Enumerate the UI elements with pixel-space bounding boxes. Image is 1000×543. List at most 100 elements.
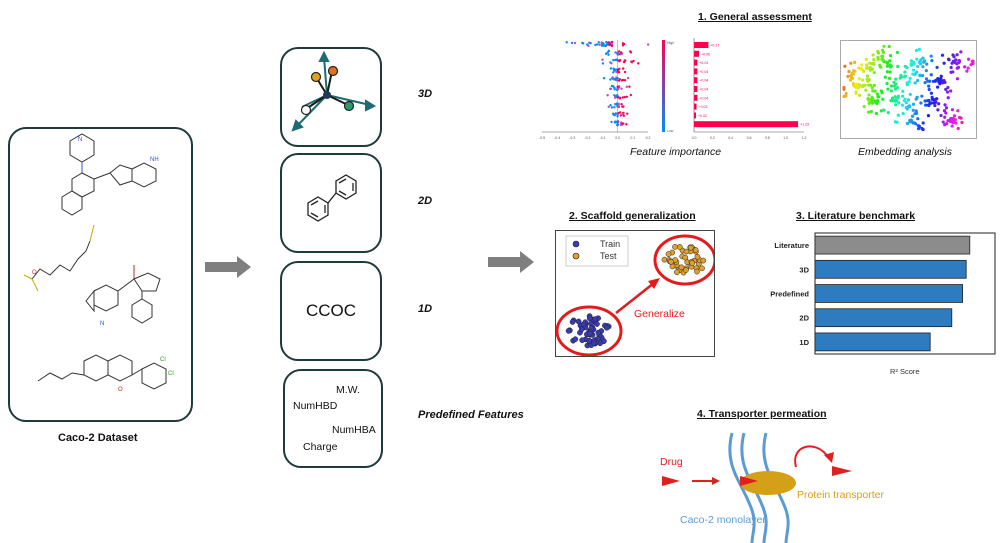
dataset-caption: Caco-2 Dataset: [58, 432, 138, 444]
embedding-point: [908, 92, 912, 97]
shap-dot: [621, 67, 625, 70]
embedding-point: [849, 61, 853, 65]
test-point: [676, 244, 683, 250]
embedding-point: [874, 111, 879, 116]
embedding-point: [851, 72, 856, 76]
shap-dot: [613, 94, 616, 97]
shap-dot: [620, 87, 623, 90]
shap-dot: [611, 76, 614, 79]
embedding-point: [959, 50, 963, 54]
embedding-point: [949, 117, 954, 121]
embedding-point: [895, 85, 899, 90]
label-3d: 3D: [418, 88, 433, 100]
embedding-point: [924, 103, 928, 107]
colorbar-low-label: Low: [667, 129, 674, 133]
shap-dot: [630, 60, 633, 63]
embedding-point: [966, 66, 970, 70]
embedding-point: [911, 121, 915, 125]
shap-dot: [621, 96, 625, 99]
embedding-point: [916, 64, 920, 69]
bar-predefined: [814, 284, 964, 303]
shap-dot: [618, 58, 622, 62]
shap-dot: [614, 58, 617, 62]
fbar: [694, 42, 709, 48]
shap-dot: [614, 112, 618, 115]
embedding-point: [938, 78, 942, 82]
embedding-point: [914, 71, 918, 75]
shap-dot: [570, 41, 574, 45]
embedding-point: [929, 73, 933, 77]
embedding-point: [913, 81, 917, 85]
embedding-point: [876, 57, 880, 61]
embedding-point: [868, 68, 872, 72]
shap-dot: [600, 44, 604, 47]
shap-dot: [597, 41, 600, 44]
shap-tick-label: -0.3: [569, 136, 575, 140]
rep-1d-box: CCOC: [280, 261, 382, 361]
embedding-point: [872, 58, 876, 62]
embedding-point: [921, 65, 925, 69]
embedding-point: [929, 91, 934, 95]
feature-importance-caption: Feature importance: [630, 146, 722, 158]
embedding-point: [915, 111, 919, 115]
biphenyl-icon: [307, 174, 357, 222]
shap-dot: [612, 68, 616, 72]
exit-arrow: [832, 466, 852, 476]
shap-dot: [606, 94, 609, 97]
embedding-point: [921, 74, 925, 78]
shap-dot: [616, 52, 619, 55]
embedding-point: [915, 57, 919, 61]
shap-dot: [629, 50, 632, 53]
test-point: [699, 265, 705, 272]
embedding-point: [901, 89, 905, 93]
train-point: [572, 336, 579, 343]
embedding-point: [937, 102, 941, 106]
embedding-point: [911, 68, 916, 72]
molecule-drawings: N NH O N Cl: [23, 133, 174, 393]
embedding-point: [862, 104, 866, 109]
embedding-point: [870, 95, 874, 100]
shap-dot: [625, 123, 628, 126]
embedding-point: [875, 92, 879, 96]
caco2-dataset-panel: N NH O N Cl: [8, 127, 193, 422]
embedding-point: [872, 70, 876, 75]
embedding-point: [852, 84, 856, 88]
embedding-point: [904, 101, 908, 105]
embedding-point: [933, 103, 937, 108]
embedding-point: [944, 106, 949, 110]
shap-colorbar: [662, 40, 665, 132]
label-1d: 1D: [418, 303, 433, 315]
label-predefined: Predefined Features: [418, 409, 524, 421]
scaffold-plot-frame: Train Test Generalize: [555, 230, 717, 357]
embedding-point: [911, 102, 916, 106]
embedding-point: [923, 80, 927, 85]
embedding-point: [910, 63, 914, 67]
embedding-point: [934, 78, 938, 82]
test-point: [661, 256, 668, 263]
shap-dot: [614, 103, 618, 106]
fbar-tick-label: 0.4: [728, 136, 733, 140]
shap-dot: [626, 112, 629, 115]
shap-dot: [609, 78, 612, 81]
embedding-scatter: [842, 44, 975, 132]
embedding-point: [872, 83, 876, 87]
shap-dot: [614, 51, 617, 54]
shap-dot: [610, 106, 614, 109]
shap-dot: [609, 87, 612, 90]
embedding-point: [860, 78, 865, 82]
embedding-point: [927, 84, 931, 88]
embedding-point: [916, 117, 920, 121]
embedding-point: [854, 91, 858, 95]
legend-train-label: Train: [600, 239, 620, 249]
shap-dot: [600, 41, 603, 44]
fbar: [694, 86, 698, 92]
embedding-point: [846, 74, 850, 79]
shap-dot: [602, 42, 605, 46]
embedding-point: [936, 108, 940, 112]
drug-arrow-2-head: [712, 477, 720, 485]
embedding-point: [859, 67, 864, 71]
shap-dot: [616, 96, 619, 99]
fbar: [694, 112, 696, 119]
embedding-point: [926, 114, 931, 118]
